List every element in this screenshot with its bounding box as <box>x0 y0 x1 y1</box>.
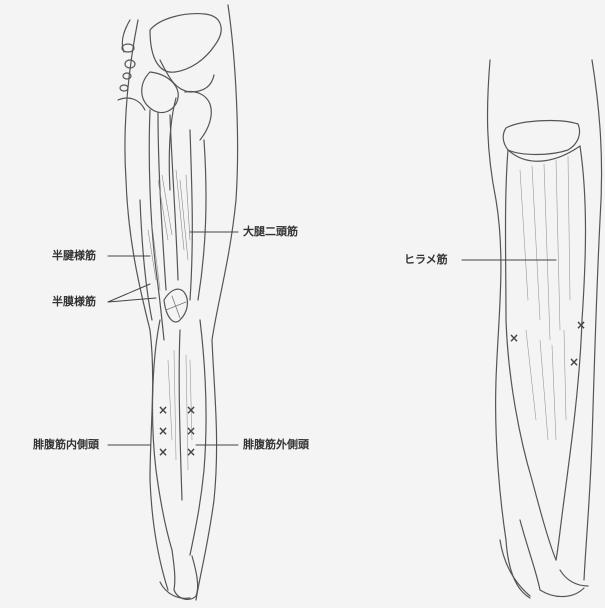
marker-soleus-2: × <box>575 319 587 331</box>
label-soleus: ヒラメ筋 <box>404 254 448 266</box>
label-semimembranosus: 半膜様筋 <box>52 296 96 308</box>
marker-medial-3: × <box>157 446 169 458</box>
left-leg-drawing <box>118 5 238 600</box>
marker-lateral-3: × <box>185 446 197 458</box>
label-semitendinosus: 半腱様筋 <box>52 250 96 262</box>
marker-medial-1: × <box>157 404 169 416</box>
label-gastrocnemius-lateral: 腓腹筋外側頭 <box>243 439 309 451</box>
marker-lateral-1: × <box>185 404 197 416</box>
label-biceps-femoris: 大腿二頭筋 <box>243 226 298 238</box>
marker-lateral-2: × <box>185 425 197 437</box>
label-gastrocnemius-medial: 腓腹筋内側頭 <box>33 439 99 451</box>
marker-medial-2: × <box>157 425 169 437</box>
marker-soleus-3: × <box>568 356 580 368</box>
marker-soleus-1: × <box>508 332 520 344</box>
